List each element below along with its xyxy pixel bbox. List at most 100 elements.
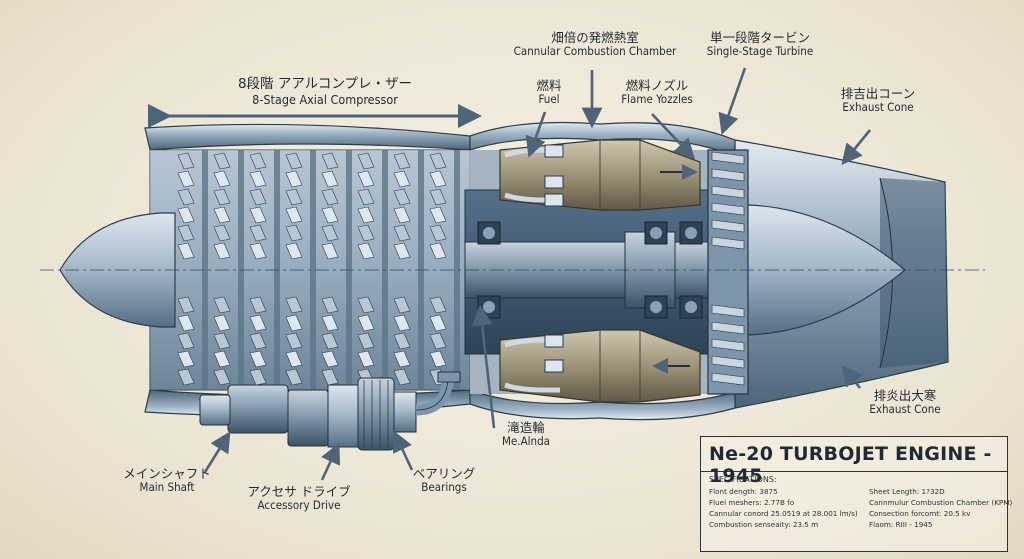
compressor-blade (177, 332, 195, 350)
compressor-blade (249, 224, 267, 242)
title-block: Ne-20 TURBOJET ENGINE - 1945 SPECIFICATI… (700, 436, 1012, 552)
compressor-disc (202, 150, 208, 390)
label-main-shaft-en: Main Shaft (139, 480, 195, 494)
label-combustion-en: Cannular Combustion Chamber (513, 44, 677, 58)
compressor-blade (285, 368, 303, 386)
label-combustion-jp: 畑倍の発燃熱室 (551, 30, 639, 45)
compressor-blade (177, 314, 195, 332)
compressor-blade (213, 296, 231, 314)
compressor-blade (393, 170, 411, 188)
label-shaft-mid-en: Me.Alnda (502, 434, 550, 448)
turbine-blade (711, 185, 745, 199)
compressor-blade (285, 332, 303, 350)
compressor-blade (213, 224, 231, 242)
label-turbine-en: Single-Stage Turbine (706, 44, 814, 58)
turbine-blade (711, 338, 745, 352)
compressor-blade (321, 296, 339, 314)
label-combustion: 畑倍の発燃熱室 Cannular Combustion Chamber (500, 30, 690, 59)
compressor-blade (249, 152, 267, 170)
label-compressor-jp: 8段階 アアルコンプレ・ザー (237, 76, 413, 92)
compressor-blade (393, 296, 411, 314)
compressor-blade (321, 152, 339, 170)
leader-arrows (203, 67, 872, 481)
compressor-blade (177, 206, 195, 224)
turbine-blade (711, 355, 745, 369)
compressor-blade (249, 242, 267, 260)
compressor-blade (285, 314, 303, 332)
spec-right-2: Consection forcomt: 20.5 kv (869, 509, 971, 518)
label-exhaust-cone-bottom-en: Exhaust Cone (869, 402, 941, 416)
compressor-blade (321, 206, 339, 224)
compressor-blade (357, 296, 375, 314)
spec-left-1: Fluel meshers: 2.77B fo (709, 498, 795, 507)
compressor-blade (393, 368, 411, 386)
compressor-blade (357, 152, 375, 170)
compressor-blade (357, 332, 375, 350)
compressor-blade (285, 242, 303, 260)
turbine-blade (711, 304, 745, 318)
compressor-blade (213, 368, 231, 386)
turbine-blade (711, 321, 745, 335)
label-flame-nozzles: 燃料ノズル Flame Yozzles (612, 78, 702, 107)
compressor-blade (177, 224, 195, 242)
spec-left-2: Cannular conord 25.0519 at 28.001 lm/s) (709, 509, 858, 518)
compressor-blade (285, 206, 303, 224)
compressor-blade (357, 314, 375, 332)
compressor-blade (249, 188, 267, 206)
compressor-blade (429, 296, 447, 314)
compressor-blade (213, 314, 231, 332)
compressor-blade (177, 242, 195, 260)
compressor-blade (321, 314, 339, 332)
compressor-blade (393, 332, 411, 350)
compressor-blade (249, 296, 267, 314)
compressor-blade (357, 350, 375, 368)
label-bearings-jp: ベアリング (412, 466, 476, 481)
label-flame-nozzles-en: Flame Yozzles (621, 92, 693, 106)
compressor-blade (393, 314, 411, 332)
spec-right-3: Flaom: RIII - 1945 (869, 520, 933, 529)
label-exhaust-cone-bottom-jp: 排炎出大寒 (873, 388, 937, 403)
compressor-blade (177, 188, 195, 206)
label-exhaust-cone-top-jp: 排吉出コーン (840, 86, 916, 101)
label-exhaust-cone-top: 排吉出コーン Exhaust Cone (818, 86, 938, 115)
label-compressor: 8段階 アアルコンプレ・ザー 8-Stage Axial Compressor (205, 76, 445, 107)
combustion-can-bottom (499, 329, 701, 403)
label-main-shaft-jp: メインシャフト (123, 466, 211, 481)
compressor-blade (321, 224, 339, 242)
compressor-blade (177, 170, 195, 188)
compressor-blade (249, 350, 267, 368)
label-fuel-jp: 燃料 (536, 78, 562, 93)
compressor-blade (177, 368, 195, 386)
spec-right-1: Cannmulur Combustion Chamber (KPM) (869, 498, 1013, 507)
compressor-blade (177, 350, 195, 368)
label-fuel-en: Fuel (538, 92, 560, 106)
compressor-blade (429, 350, 447, 368)
label-bearings-en: Bearings (421, 480, 467, 494)
compressor-blade (321, 170, 339, 188)
compressor-blade (213, 332, 231, 350)
compressor-blade (177, 296, 195, 314)
compressor-blade (249, 368, 267, 386)
compressor-blade (213, 152, 231, 170)
label-shaft-mid: 滝造輪 Me.Alnda (494, 420, 558, 449)
spec-right-0: Sheet Length: 1?32D (869, 487, 945, 496)
compressor-blade (429, 206, 447, 224)
label-main-shaft: メインシャフト Main Shaft (112, 466, 222, 495)
label-bearings: ベアリング Bearings (394, 466, 494, 495)
compressor-disc (454, 150, 460, 390)
compressor-blade (213, 242, 231, 260)
turbine-blade (711, 236, 745, 250)
label-flame-nozzles-jp: 燃料ノズル (625, 78, 689, 93)
compressor-blade (357, 242, 375, 260)
compressor-blade (285, 152, 303, 170)
label-turbine-jp: 単一段階タービン (709, 30, 810, 45)
compressor-blade (393, 152, 411, 170)
compressor-casing-top (144, 123, 471, 151)
compressor-blade (429, 242, 447, 260)
compressor-blade (213, 170, 231, 188)
turbine-blade (711, 372, 745, 386)
compressor-blade (285, 170, 303, 188)
accessory-drive-unit (199, 371, 461, 451)
